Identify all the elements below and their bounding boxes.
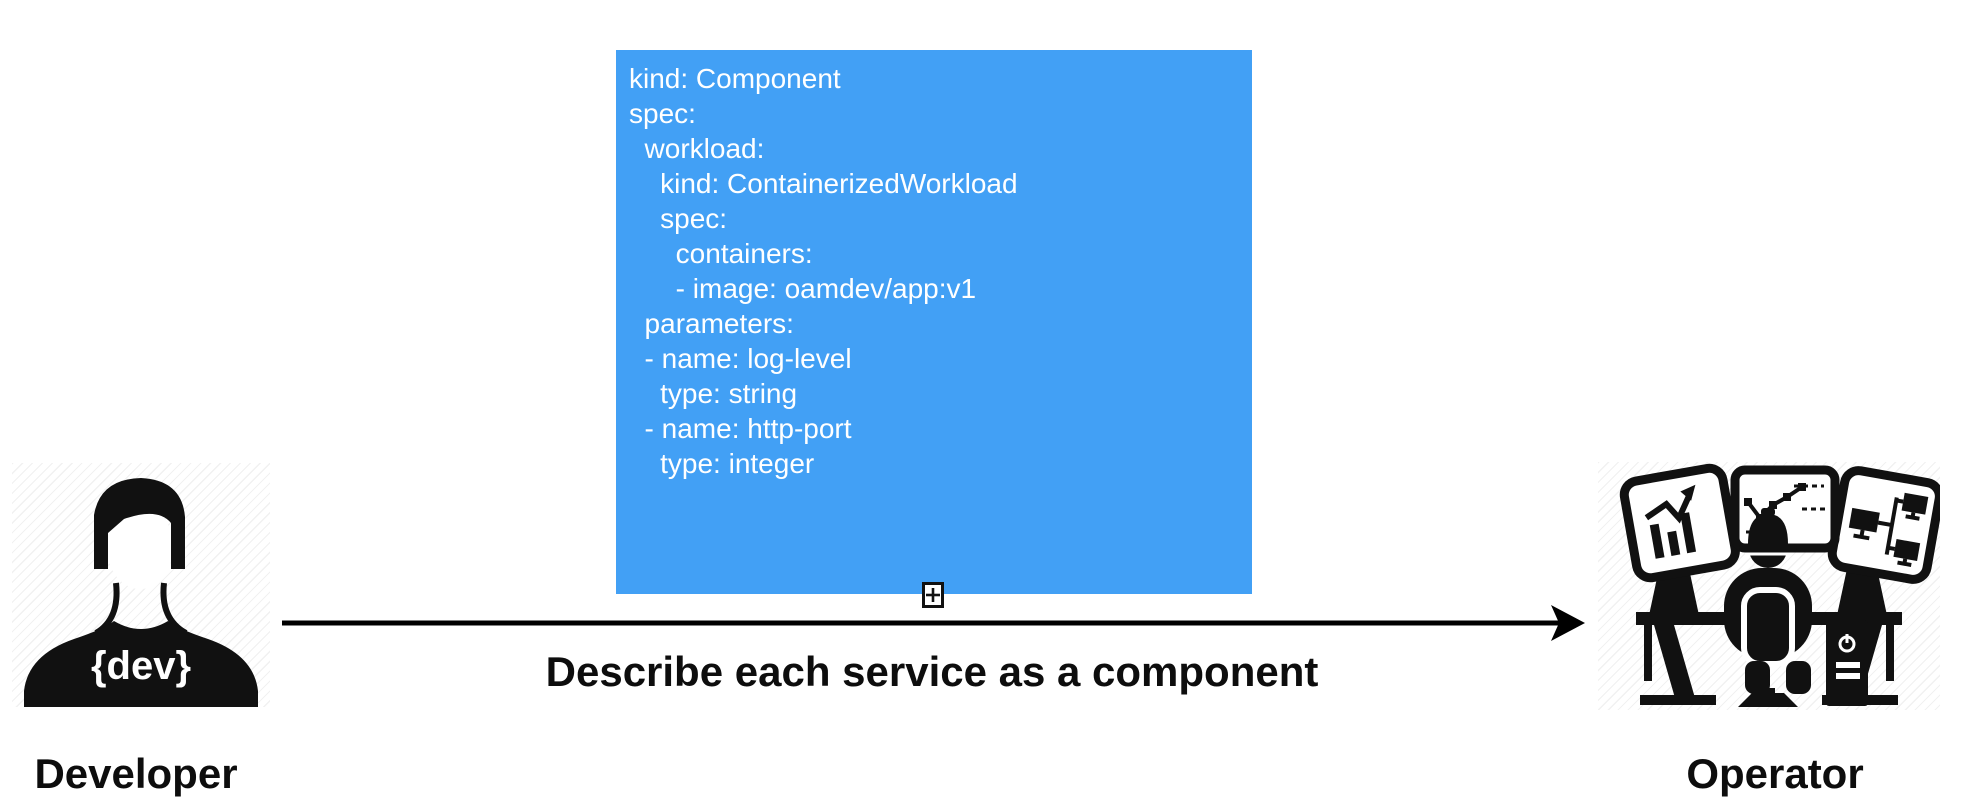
- expand-handle[interactable]: [922, 582, 944, 608]
- operator-control-room-icon: [1619, 463, 1940, 707]
- computer-tower-icon: [1826, 620, 1868, 706]
- right-arrow-icon: [282, 605, 1585, 641]
- operator-person: [1724, 508, 1812, 707]
- developer-label: Developer: [34, 750, 238, 797]
- bar-chart-monitor-icon: [1619, 463, 1740, 583]
- developer-torso: [24, 621, 258, 707]
- operator-figure: [1598, 462, 1940, 710]
- developer-hair: [94, 478, 185, 569]
- arrow-caption: Describe each service as a component: [545, 648, 1319, 695]
- developer-person-icon: {dev}: [24, 478, 258, 707]
- squared-plus-icon: [926, 588, 940, 602]
- developer-face: [107, 505, 173, 589]
- left-desk: [1636, 612, 1728, 705]
- component-yaml-text: kind: Component spec: workload: kind: Co…: [629, 63, 1018, 479]
- developer-badge: {dev}: [91, 644, 191, 688]
- monitor-arm: [1836, 564, 1888, 620]
- component-yaml-block: kind: Component spec: workload: kind: Co…: [616, 50, 1252, 594]
- developer-figure: {dev}: [12, 463, 270, 707]
- operator-label: Operator: [1686, 750, 1864, 797]
- network-monitor-icon: [1827, 466, 1940, 584]
